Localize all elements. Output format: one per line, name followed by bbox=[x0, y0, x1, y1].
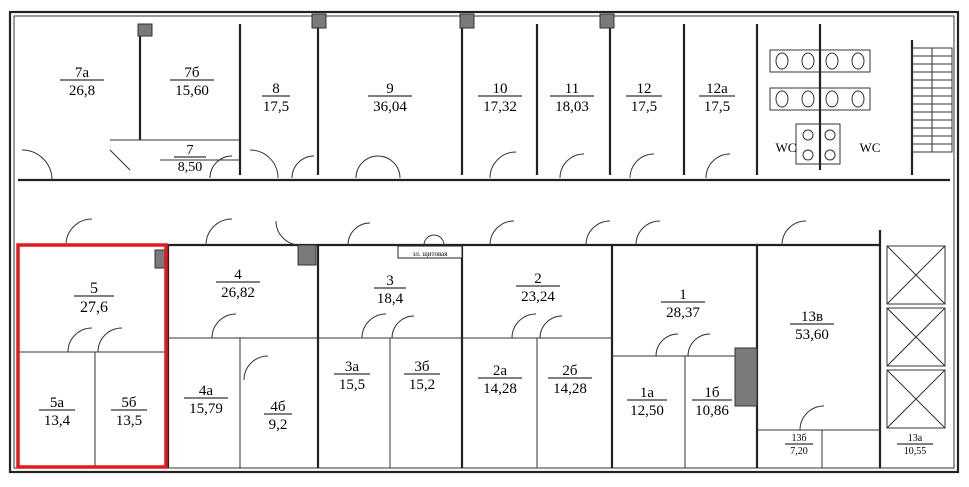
room-number: 13б bbox=[791, 433, 806, 444]
room-area: 10,86 bbox=[695, 403, 729, 419]
room-number: 12а bbox=[706, 81, 728, 97]
room-area: 17,32 bbox=[483, 99, 517, 115]
room-area: 13,5 bbox=[116, 413, 142, 429]
room-area: 17,5 bbox=[263, 99, 289, 115]
room-number: 4б bbox=[270, 399, 286, 415]
room-area: 36,04 bbox=[373, 99, 407, 115]
elevators bbox=[886, 245, 946, 429]
room-area: 18,03 bbox=[555, 99, 589, 115]
room-number: 5б bbox=[121, 395, 137, 411]
panel-room-box bbox=[397, 245, 463, 259]
room-area: 12,50 bbox=[630, 403, 664, 419]
room-number: 7 bbox=[187, 143, 194, 158]
room-number: 10 bbox=[493, 81, 508, 97]
room-area: 13,4 bbox=[44, 413, 71, 429]
panel-room-label: эл. щитовая bbox=[412, 250, 448, 258]
room-number: 9 bbox=[386, 81, 394, 97]
room-area: 27,6 bbox=[80, 299, 108, 316]
room-area: 14,28 bbox=[483, 381, 517, 397]
room-area: 26,82 bbox=[221, 285, 255, 301]
room-area: 14,28 bbox=[553, 381, 587, 397]
room-number: 3б bbox=[414, 359, 430, 375]
room-number: 4а bbox=[199, 383, 214, 399]
room-number: 1б bbox=[704, 385, 720, 401]
room-area: 18,4 bbox=[377, 291, 404, 307]
room-number: 13в bbox=[801, 309, 823, 325]
room-area: 28,37 bbox=[666, 305, 700, 321]
room-number: 5а bbox=[50, 395, 65, 411]
top-row-walls bbox=[18, 24, 950, 182]
outer-wall bbox=[8, 10, 960, 474]
outer-wall-inner bbox=[13, 15, 955, 469]
room-area: 15,79 bbox=[189, 401, 223, 417]
room-area: 53,60 bbox=[795, 327, 829, 343]
room-number: 4 bbox=[234, 267, 242, 283]
room-area: 8,50 bbox=[178, 160, 203, 175]
room-number: 1 bbox=[679, 287, 687, 303]
room-area: 17,5 bbox=[631, 99, 657, 115]
room-number: 7а bbox=[75, 65, 90, 81]
room-number: 7б bbox=[184, 65, 200, 81]
selected-office-highlight[interactable] bbox=[16, 243, 168, 469]
room-area: 10,55 bbox=[904, 446, 927, 457]
room-number: 2 bbox=[534, 271, 542, 287]
room-area: 23,24 bbox=[521, 289, 555, 305]
room-area: 15,60 bbox=[175, 83, 209, 99]
room-number: 3а bbox=[345, 359, 360, 375]
room-number: 11 bbox=[565, 81, 579, 97]
room-number: 2а bbox=[493, 363, 508, 379]
room-area: 7,20 bbox=[790, 446, 808, 457]
wc-block bbox=[769, 24, 871, 170]
room-area: 9,2 bbox=[269, 417, 288, 433]
stairs bbox=[911, 47, 953, 153]
room-area: 17,5 bbox=[704, 99, 730, 115]
pillars bbox=[137, 13, 758, 407]
room-number: 13а bbox=[908, 433, 923, 444]
room-area: 15,2 bbox=[409, 377, 435, 393]
room-number: 2б bbox=[562, 363, 578, 379]
room-number: 5 bbox=[90, 280, 98, 297]
room-labels: 7а 26,8 7б 15,60 7 8,50 8 17,5 9 36,04 10 17,32 11 18… bbox=[39, 65, 933, 457]
wc-label-left: WC bbox=[776, 140, 797, 155]
room-number: 8 bbox=[272, 81, 280, 97]
room-area: 26,8 bbox=[69, 83, 95, 99]
room-number: 3 bbox=[386, 273, 394, 289]
panel-room-door bbox=[423, 234, 445, 246]
room-number: 12 bbox=[637, 81, 652, 97]
room-number: 1а bbox=[640, 385, 655, 401]
room-area: 15,5 bbox=[339, 377, 365, 393]
wc-label-right: WC bbox=[860, 140, 881, 155]
